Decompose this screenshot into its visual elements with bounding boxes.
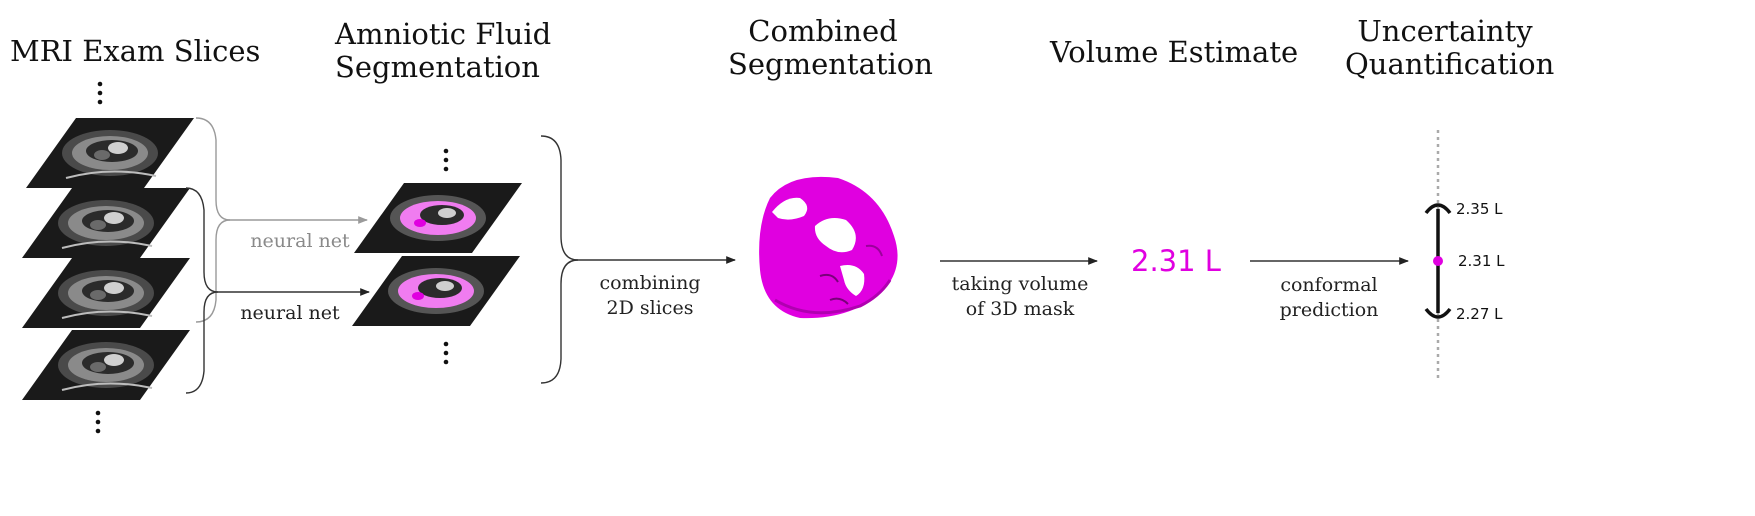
mri-dots-top — [97, 81, 103, 105]
label-neural-net-gray: neural net — [250, 230, 350, 252]
label-combining: combining 2D slices — [585, 271, 715, 321]
interval-upper-label: 2.35 L — [1456, 200, 1503, 218]
mri-slice — [21, 187, 191, 259]
title-unc-line1: Uncertainty — [1357, 14, 1533, 48]
label-combining-line2: 2D slices — [606, 297, 694, 319]
segmentation-slice — [354, 183, 522, 253]
label-conformal-line1: conformal — [1280, 274, 1378, 296]
combine-brace — [540, 135, 736, 384]
interval-point-label: 2.31 L — [1458, 252, 1505, 270]
segmentation-slice — [352, 256, 520, 326]
mri-slice — [21, 329, 191, 401]
title-unc-line2: Quantification — [1345, 47, 1555, 81]
volume-estimate-value: 2.31 L — [1131, 244, 1221, 278]
label-combining-line1: combining — [599, 272, 701, 294]
title-volume: Volume Estimate — [1050, 36, 1298, 69]
interval-point-marker — [1433, 256, 1443, 266]
label-neural-net-dark: neural net — [240, 302, 340, 324]
seg-dots-top — [443, 148, 449, 172]
title-seg-line2: Segmentation — [335, 50, 540, 84]
label-conformal: conformal prediction — [1264, 273, 1394, 323]
title-mri-text: MRI Exam Slices — [10, 34, 261, 68]
seg-dots-bottom — [443, 341, 449, 365]
title-comb-line1: Combined — [748, 14, 898, 48]
label-conformal-line2: prediction — [1279, 299, 1379, 321]
interval-lower-label: 2.27 L — [1456, 305, 1503, 323]
label-volume-line1: taking volume — [951, 273, 1089, 295]
mri-slice — [25, 117, 195, 189]
combined-3d-mask — [759, 176, 898, 319]
label-volume-line2: of 3D mask — [965, 298, 1075, 320]
neural-net-dark-connector — [185, 187, 370, 394]
title-seg-line1: Amniotic Fluid — [335, 17, 552, 51]
title-combined: Combined Segmentation — [728, 14, 933, 81]
title-segmentation: Amniotic Fluid Segmentation — [335, 17, 552, 84]
title-uncertainty: Uncertainty Quantification — [1345, 14, 1555, 81]
title-comb-line2: Segmentation — [728, 47, 933, 81]
label-taking-volume: taking volume of 3D mask — [940, 272, 1100, 322]
mri-dots-bottom — [95, 410, 101, 434]
title-volume-text: Volume Estimate — [1050, 35, 1299, 69]
mri-slice — [21, 257, 191, 329]
title-mri-slices: MRI Exam Slices — [10, 35, 260, 68]
neural-net-gray-connector — [195, 117, 368, 323]
